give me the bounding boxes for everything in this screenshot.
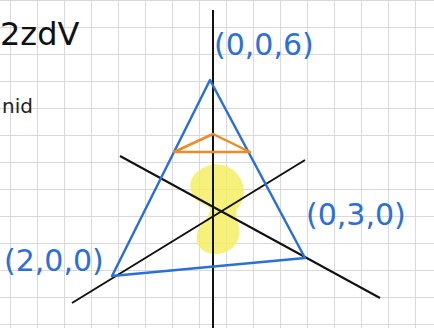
z-axis — [212, 10, 214, 328]
integrand-text: 2zdV — [0, 18, 79, 50]
cut-text: nid — [2, 96, 33, 116]
vertex-label: (0,3,0) — [306, 200, 406, 230]
cross-section — [174, 134, 250, 152]
vertex-label: (2,0,0) — [4, 246, 104, 276]
axis-line — [72, 160, 305, 303]
pyramid-outline — [112, 80, 305, 276]
vertex-label: (0,0,6) — [214, 30, 314, 60]
